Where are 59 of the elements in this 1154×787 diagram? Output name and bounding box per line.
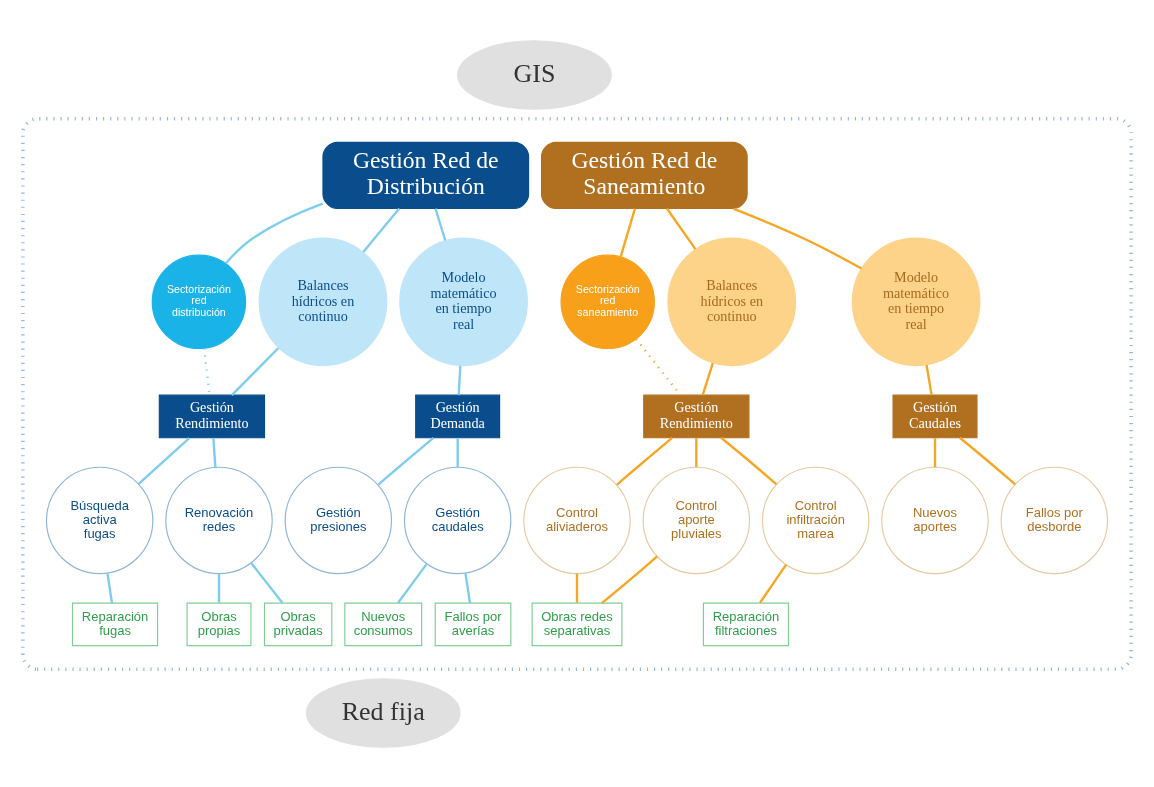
connector [457, 365, 462, 395]
connector [217, 573, 221, 603]
node-box: Obras redes separativas [531, 602, 623, 646]
node-circle: Modelo matemático en tiempo real [399, 236, 528, 366]
node-box: Nuevos consumos [344, 602, 423, 646]
connector [231, 346, 280, 396]
connector [732, 207, 863, 270]
node-circle: Renovación redes [165, 466, 273, 574]
connector [137, 436, 190, 485]
node-circle: Gestión presiones [284, 466, 393, 574]
node-box: Obras privadas [263, 602, 333, 646]
cluster [21, 116, 1133, 671]
node-box: Reparación filtraciones [702, 602, 790, 646]
node-circle: Gestión caudales [403, 466, 512, 574]
node-circle: Control infiltración marea [761, 466, 870, 574]
connector [456, 437, 459, 467]
node-circle: Sectorización red saneamiento [560, 254, 655, 349]
connector [212, 437, 217, 467]
connector [759, 563, 788, 603]
node-circle: Nuevos aportes [881, 466, 989, 574]
connector [464, 572, 472, 603]
connector [701, 362, 714, 395]
node-circle: Balances hídricos en continuo [667, 236, 797, 366]
connector [397, 562, 428, 604]
connector [959, 436, 1016, 485]
node-box: Gestión Red de Distribución [322, 141, 530, 209]
connector [720, 436, 778, 485]
node-box: Reparación fugas [71, 602, 159, 646]
node-circle: Control aporte pluviales [642, 466, 751, 574]
node-box: Gestión Demanda [415, 394, 501, 438]
node-box: Gestión Rendimiento [158, 394, 266, 438]
connector [106, 572, 114, 603]
node-circle: Fallos por desborde [1000, 466, 1109, 574]
connector [616, 436, 673, 486]
node-box: Gestión Red de Saneamiento [540, 141, 748, 209]
connector [619, 207, 637, 257]
connector [362, 207, 401, 253]
connector [925, 364, 933, 395]
node-circle: Sectorización red distribución [151, 254, 247, 349]
connector [434, 207, 447, 241]
node-circle: Modelo matemático en tiempo real [851, 236, 981, 366]
node-ellipse: Red fija [305, 677, 461, 748]
node-circle: Búsqueda activa fugas [45, 466, 154, 574]
node-box: Fallos por averías [434, 602, 512, 646]
node-circle: Balances hídricos en continuo [258, 236, 388, 366]
connector [224, 202, 324, 264]
connector [250, 561, 284, 604]
connector [695, 437, 698, 467]
node-box: Gestión Rendimiento [643, 394, 750, 438]
node-box: Gestión Caudales [892, 394, 978, 438]
node-box: Obras propias [186, 602, 252, 646]
connector [665, 207, 697, 250]
node-ellipse: GIS [457, 39, 612, 110]
connector [575, 573, 579, 603]
connector [203, 347, 211, 395]
connector [377, 436, 435, 486]
connector [933, 437, 937, 467]
node-circle: Control aliviaderos [523, 466, 631, 574]
connector [601, 555, 658, 604]
